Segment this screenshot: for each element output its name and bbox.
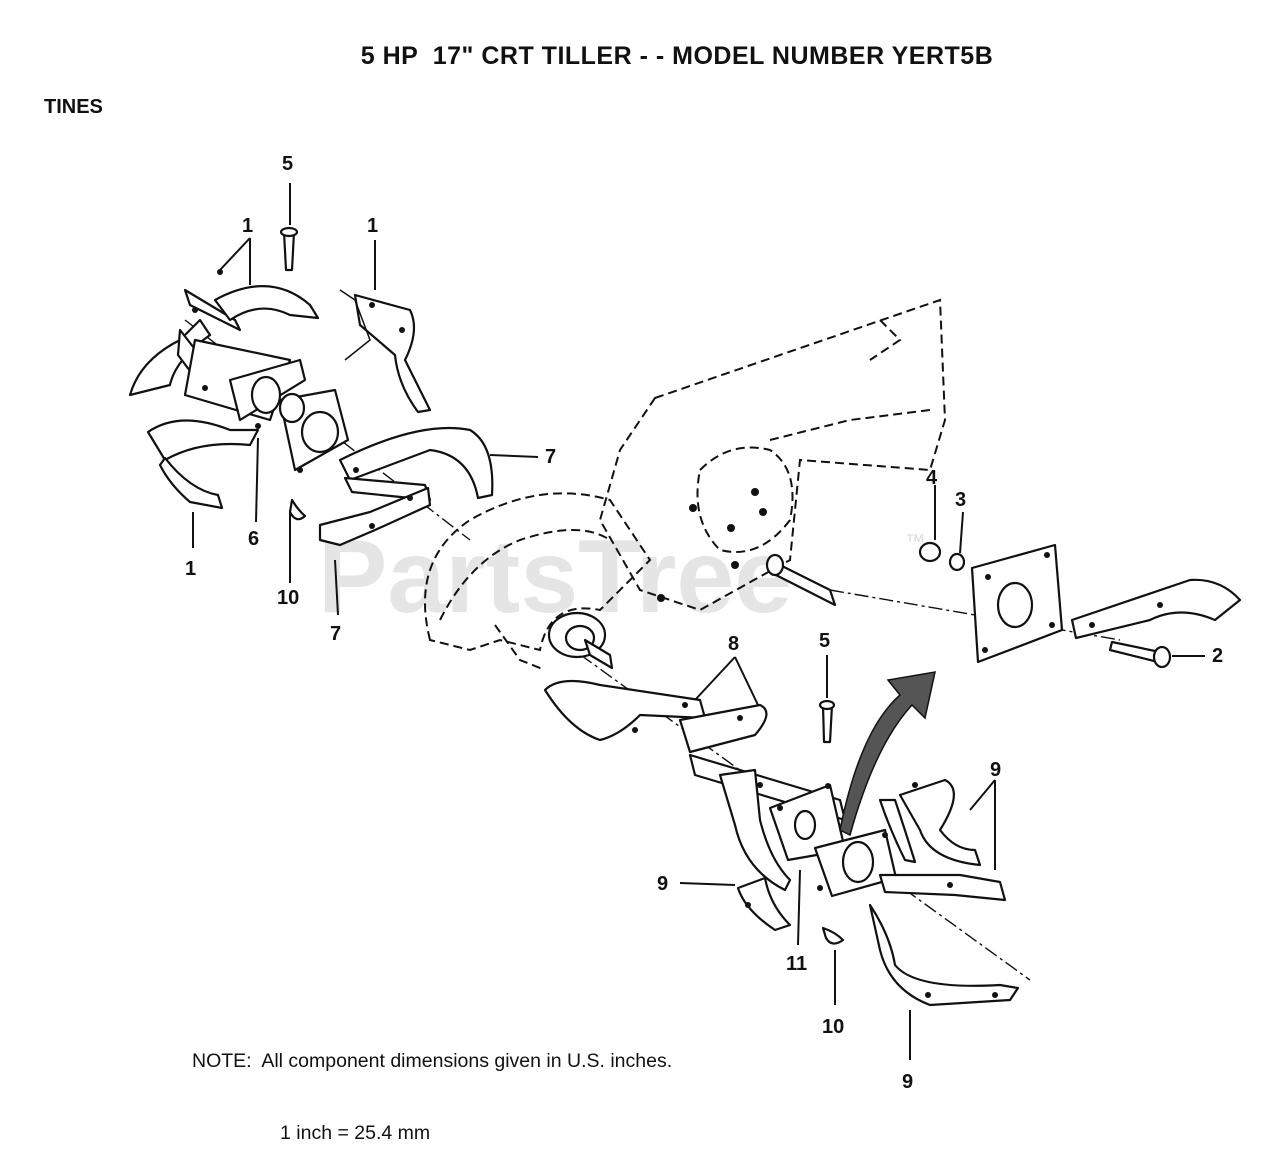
callout-10-left: 10 (277, 587, 299, 609)
note-line-2: 1 inch = 25.4 mm (280, 1122, 431, 1144)
left-tine-assembly (128, 226, 494, 547)
tine-lower-7 (898, 778, 982, 867)
right-single-tine (1070, 578, 1242, 640)
page-title: 5 HP 17" CRT TILLER - - MODEL NUMBER YER… (360, 42, 994, 70)
callout-10-lower: 10 (822, 1016, 844, 1038)
tine-lower-8 (878, 798, 917, 864)
callout-1-top-left: 1 (242, 215, 253, 237)
hairpin-clip-left (288, 498, 307, 521)
hitch-pin-lower (821, 703, 834, 744)
tine-lower-1 (543, 679, 707, 742)
section-heading: TINES (44, 96, 103, 118)
callout-1-bottom: 1 (185, 558, 196, 580)
tine-lower-4 (736, 876, 792, 932)
note-line-1: NOTE: All component dimensions given in … (192, 1050, 673, 1072)
tine-upper-left-7 (338, 426, 494, 500)
tine-upper-left-3 (213, 285, 320, 322)
callout-5-lower: 5 (819, 630, 830, 652)
tine-upper-left-5 (158, 456, 224, 510)
tine-lower-2 (678, 703, 768, 754)
lock-washer (948, 552, 966, 572)
hitch-pin-top-left (282, 230, 296, 272)
callout-1-top-right: 1 (367, 215, 378, 237)
left-output-hub (547, 611, 614, 670)
callout-9-left: 9 (657, 873, 668, 895)
tine-upper-left-9 (318, 486, 432, 547)
dimension-note: NOTE: All component dimensions given in … (192, 1001, 672, 1169)
callout-9-bottom: 9 (902, 1071, 913, 1093)
rotation-arrow (839, 671, 936, 837)
callout-9-right: 9 (990, 759, 1001, 781)
callout-3: 3 (955, 489, 966, 511)
right-output-shaft (765, 553, 837, 607)
hairpin-clip-lower (821, 926, 845, 945)
right-tine-assembly (543, 671, 1020, 1007)
tine-upper-left-1 (128, 318, 212, 397)
callout-7-right: 7 (545, 446, 556, 468)
nut (918, 541, 942, 563)
bolt (1108, 640, 1162, 664)
tine-upper-left-10 (353, 293, 432, 414)
callout-leaders (192, 183, 1205, 1060)
callout-8: 8 (728, 633, 739, 655)
tine-lower-6 (878, 873, 1007, 902)
tine-upper-left-4 (146, 419, 260, 462)
callout-6: 6 (248, 528, 259, 550)
callout-11: 11 (786, 953, 807, 975)
tine-lower-5 (868, 903, 1020, 1007)
right-tine-group (918, 541, 1242, 669)
tine-lower-3 (718, 768, 792, 892)
callout-4: 4 (926, 467, 938, 489)
callout-5-top: 5 (282, 153, 293, 175)
callouts: 1 1 1 2 3 4 5 5 6 7 7 8 9 9 9 10 10 11 (185, 153, 1223, 1093)
callout-7-bottom: 7 (330, 623, 341, 645)
tine-shield (424, 492, 652, 671)
callout-2: 2 (1212, 645, 1223, 667)
tines-exploded-diagram: 1 1 1 2 3 4 5 5 6 7 7 8 9 9 9 10 10 11 (128, 153, 1242, 1093)
transmission-housing (598, 298, 947, 612)
tine-upper-left-2 (183, 288, 242, 332)
